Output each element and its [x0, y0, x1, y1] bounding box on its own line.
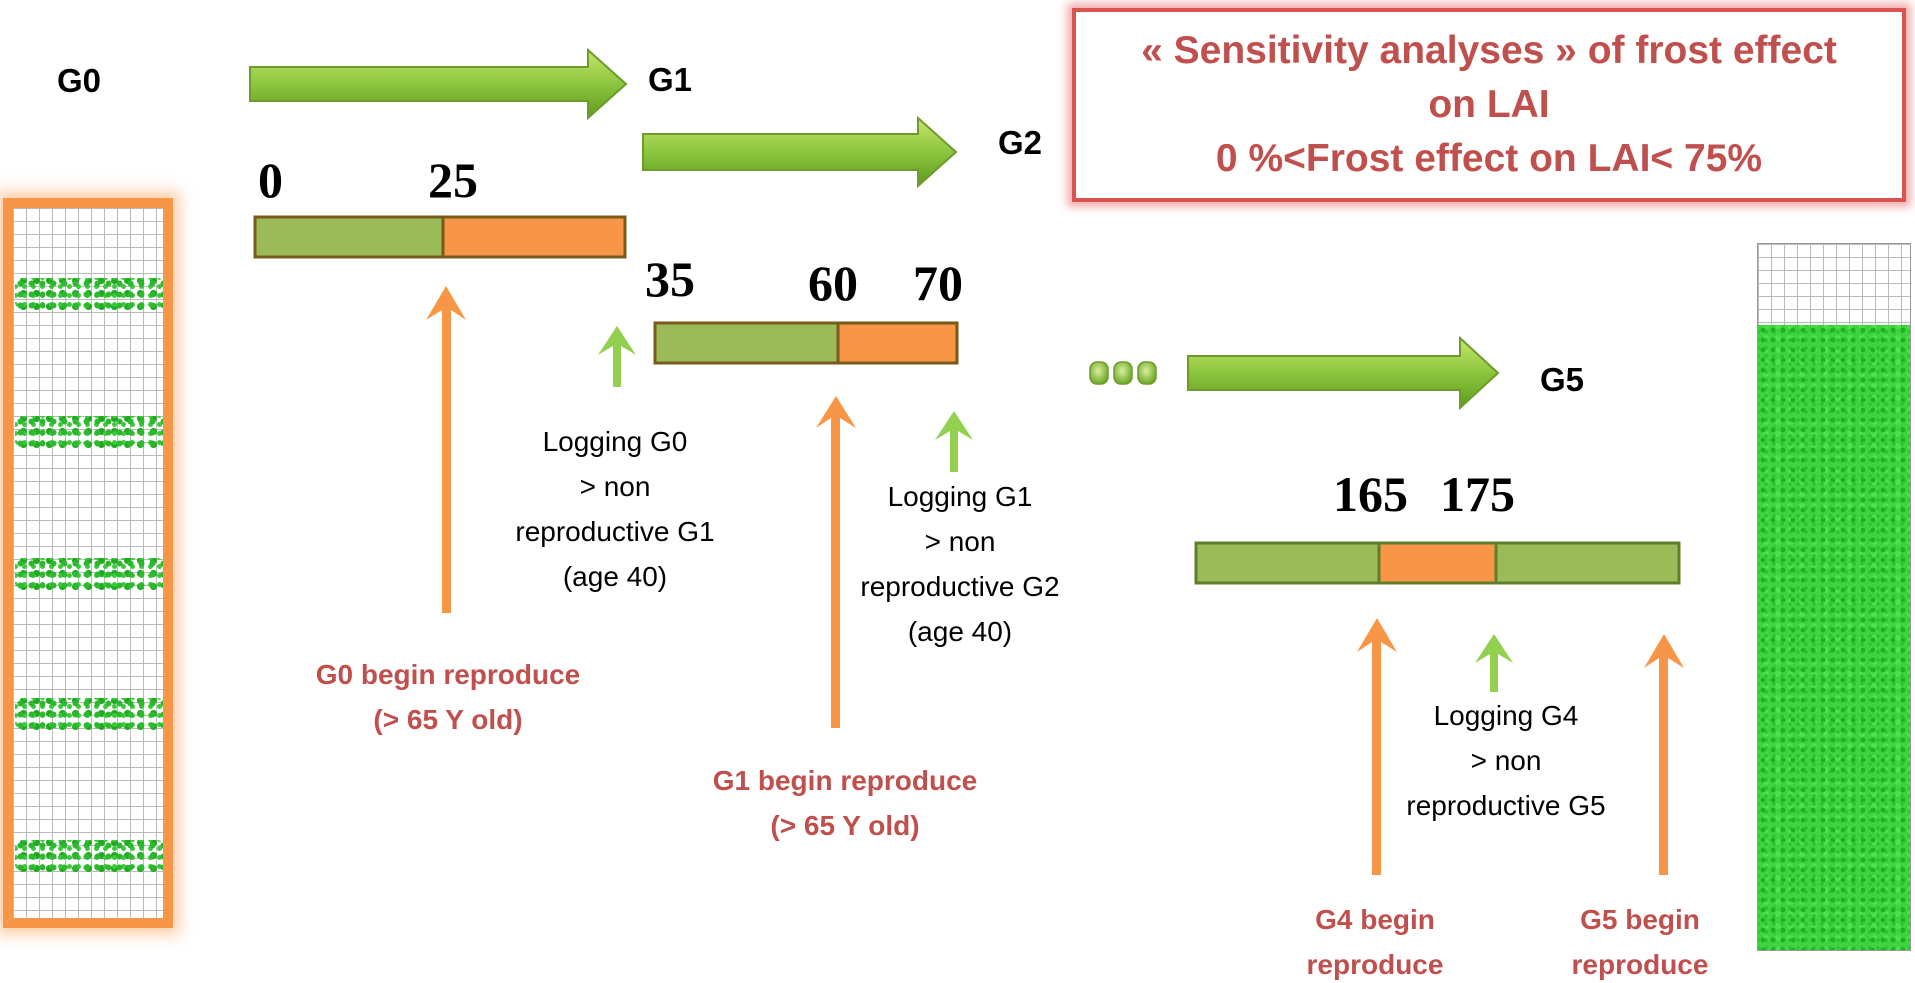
logging-g0-annotation: Logging G0 > non reproductive G1 (age 40…: [490, 419, 740, 599]
tree-row-3: [15, 558, 163, 590]
logging-g1-line-3: reproductive G2: [860, 571, 1060, 602]
year-label-60: 60: [808, 255, 858, 311]
logging-g4-line-2: > non: [1470, 745, 1542, 776]
year-label-175: 175: [1440, 466, 1515, 522]
g4-reproduce-line-2: reproduce: [1306, 949, 1444, 980]
logging-g4-line-1: Logging G4: [1433, 700, 1579, 731]
g5-reproduce-line-1: G5 begin: [1580, 904, 1700, 935]
g4-g5-arrow: [1187, 335, 1500, 411]
tree-row-5: [15, 840, 163, 872]
generation-label-g2: G2: [998, 124, 1043, 161]
logging-g1-arrow: [935, 411, 973, 472]
g4-reproduce-arrow: [1357, 618, 1397, 875]
tree-row-1: [15, 278, 163, 310]
generation-label-g0: G0: [57, 62, 102, 99]
info-box-line-1: « Sensitivity analyses » of frost effect: [1141, 29, 1837, 72]
g1-reproduce-arrow: [816, 396, 856, 728]
tree-row-4: [15, 698, 163, 730]
timeline-bar-g0: [253, 215, 627, 259]
g4-reproduce-annotation: G4 begin reproduce: [1290, 897, 1460, 983]
g0-reproduce-line-2: (> 65 Y old): [373, 704, 523, 735]
g4-reproduce-line-1: G4 begin: [1315, 904, 1435, 935]
final-stand-grid: [1757, 243, 1911, 951]
generation-label-g1: G1: [648, 61, 693, 98]
info-box-line-3: 0 %<Frost effect on LAI< 75%: [1215, 137, 1763, 180]
timeline-bar-g4-g5: [1194, 541, 1681, 585]
sensitivity-analysis-box: « Sensitivity analyses » of frost effect…: [1072, 8, 1906, 202]
year-label-165: 165: [1333, 466, 1408, 522]
year-label-70: 70: [913, 255, 963, 311]
logging-g4-arrow: [1475, 634, 1513, 692]
logging-g1-annotation: Logging G1 > non reproductive G2 (age 40…: [835, 474, 1085, 654]
year-label-35: 35: [645, 251, 695, 307]
ellipsis-dots: [1089, 361, 1157, 385]
year-label-0: 0: [258, 152, 283, 208]
generation-label-g5: G5: [1540, 361, 1585, 398]
g5-reproduce-annotation: G5 begin reproduce: [1555, 897, 1725, 983]
logging-g0-line-4: (age 40): [562, 561, 668, 592]
g0-g1-arrow: [249, 47, 628, 121]
timeline-bar-g1: [653, 321, 959, 365]
logging-g0-line-2: > non: [579, 471, 651, 502]
g0-reproduce-line-1: G0 begin reproduce: [315, 659, 581, 690]
g5-reproduce-line-2: reproduce: [1571, 949, 1709, 980]
logging-g0-line-3: reproductive G1: [515, 516, 715, 547]
g0-reproduce-annotation: G0 begin reproduce (> 65 Y old): [288, 652, 608, 742]
logging-g4-line-3: reproductive G5: [1406, 790, 1606, 821]
tree-row-2: [15, 416, 163, 448]
initial-stand-grid: [3, 198, 173, 928]
final-stand-canopy: [1758, 325, 1910, 950]
logging-g1-line-4: (age 40): [907, 616, 1013, 647]
g1-reproduce-line-2: (> 65 Y old): [770, 810, 920, 841]
info-box-line-2: on LAI: [1428, 83, 1550, 126]
logging-g0-line-1: Logging G0: [542, 426, 688, 457]
g1-reproduce-line-1: G1 begin reproduce: [712, 765, 978, 796]
logging-g0-arrow: [598, 326, 636, 387]
year-label-25: 25: [428, 152, 478, 208]
g5-reproduce-arrow: [1644, 634, 1684, 875]
logging-g1-line-1: Logging G1: [887, 481, 1033, 512]
g1-g2-arrow: [642, 115, 958, 189]
g1-reproduce-annotation: G1 begin reproduce (> 65 Y old): [685, 758, 1005, 848]
g0-reproduce-arrow: [426, 286, 466, 613]
logging-g4-annotation: Logging G4 > non reproductive G5: [1381, 693, 1631, 828]
logging-g1-line-2: > non: [924, 526, 996, 557]
